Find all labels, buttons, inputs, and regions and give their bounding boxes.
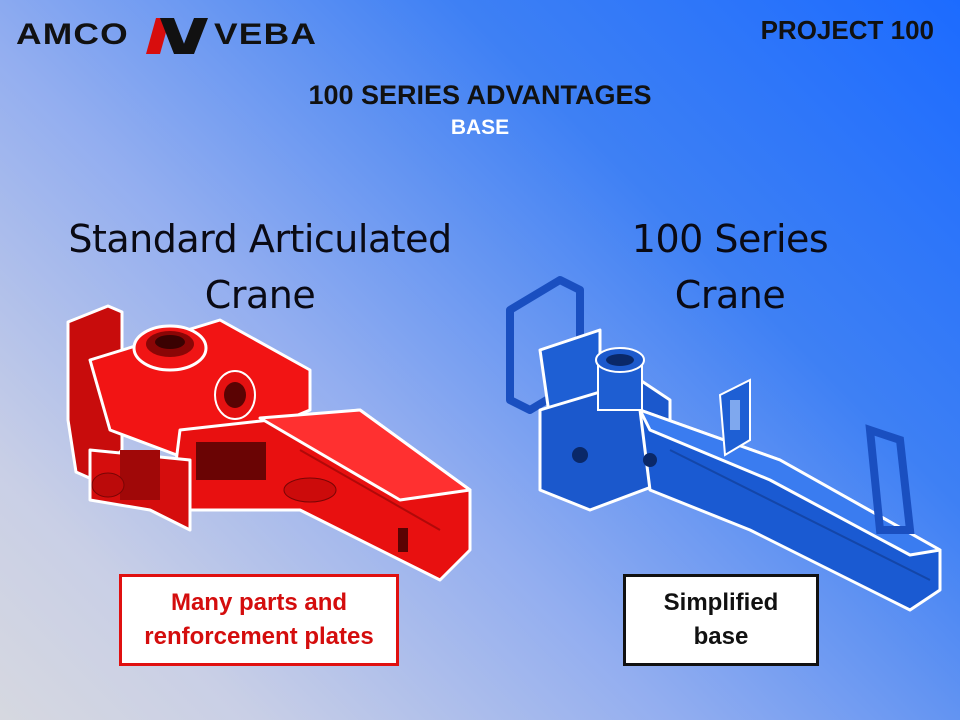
left-callout-box: Many parts and renforcement plates [119, 574, 399, 666]
right-callout-line2: base [693, 623, 749, 650]
logo-text-amco: AMCO [16, 18, 129, 51]
right-heading: 100 Series Crane [520, 211, 940, 323]
logo-mark-icon [146, 18, 208, 54]
amco-veba-logo: AMCO VEBA [16, 14, 316, 58]
left-heading-line2: Crane [204, 273, 316, 317]
left-callout-line2: renforcement plates [144, 623, 374, 650]
standard-crane-base-image [66, 304, 472, 582]
right-callout-line1: Simplified [663, 589, 779, 616]
left-callout-line1: Many parts and [170, 589, 348, 616]
left-heading-line1: Standard Articulated [68, 217, 452, 261]
page-title: 100 SERIES ADVANTAGES [308, 80, 652, 110]
project-label: PROJECT 100 [760, 15, 934, 45]
series-100-crane-base-image [506, 276, 942, 612]
logo-text-veba: VEBA [214, 18, 318, 51]
right-heading-line1: 100 Series [631, 217, 829, 261]
right-heading-line2: Crane [674, 273, 786, 317]
left-heading: Standard Articulated Crane [30, 211, 490, 323]
page-subtitle: BASE [450, 116, 510, 139]
right-callout-box: Simplified base [623, 574, 819, 666]
